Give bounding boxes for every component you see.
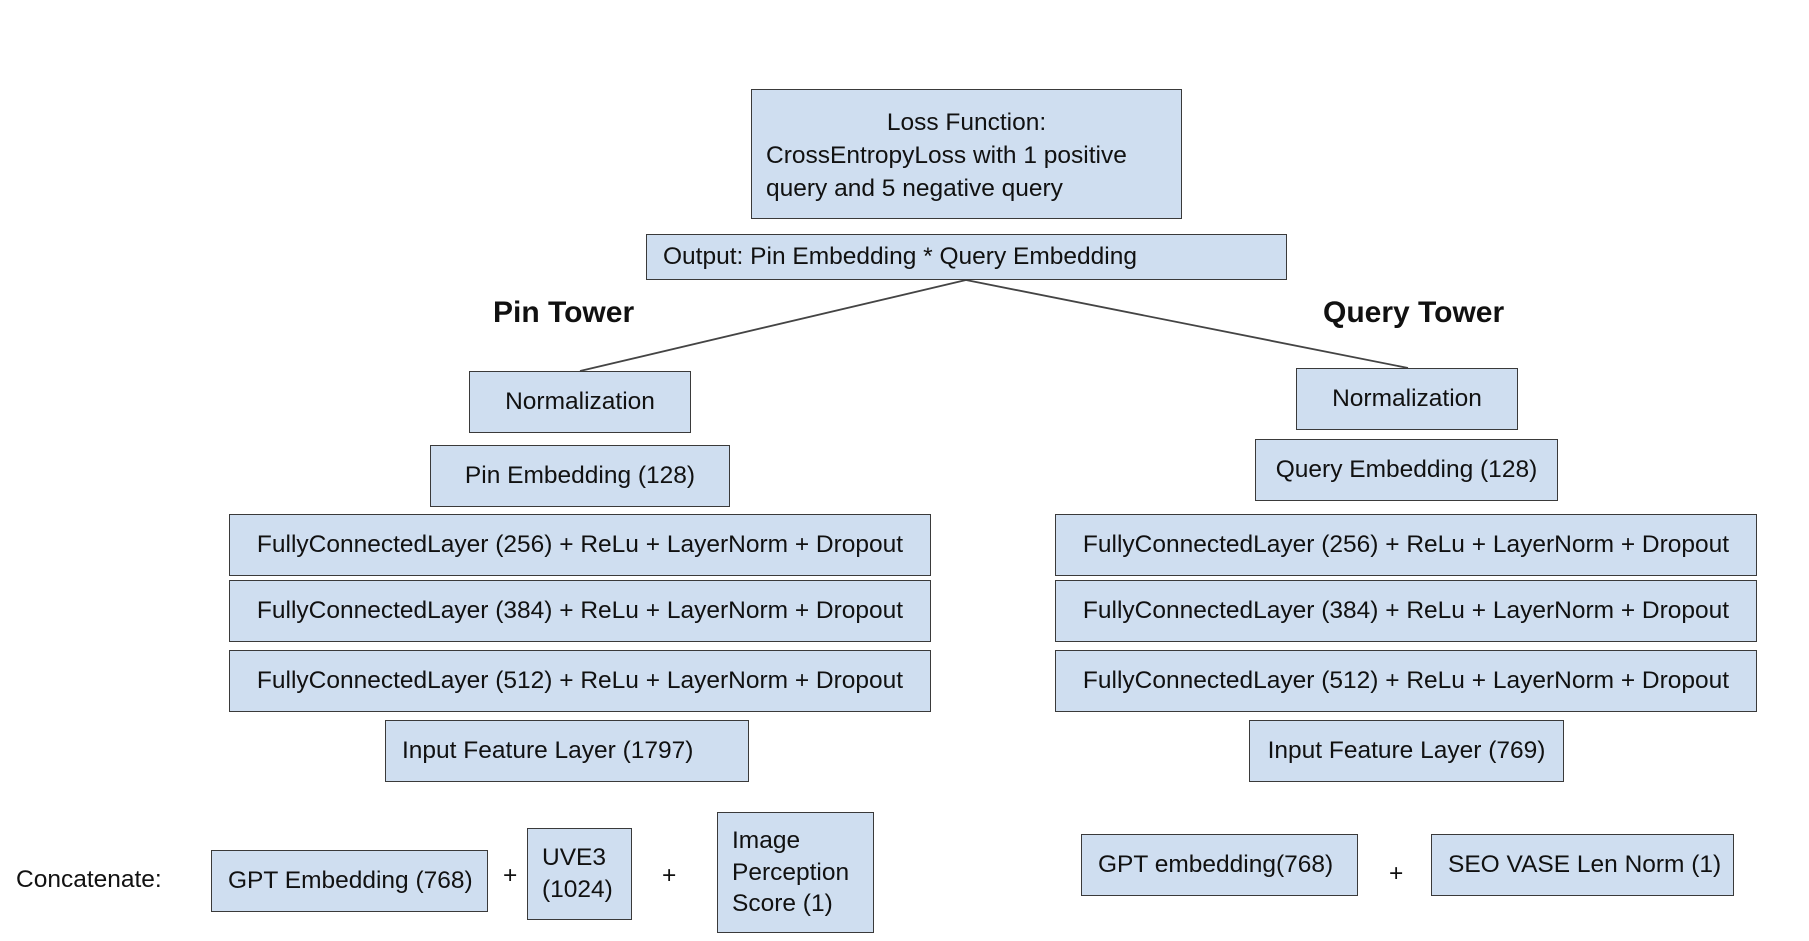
- pin-input-uve3-box: UVE3 (1024): [527, 828, 632, 920]
- pin-fc-layer-384-label: FullyConnectedLayer (384) + ReLu + Layer…: [256, 597, 904, 625]
- pin-input-feature-layer-box: Input Feature Layer (1797): [385, 720, 749, 782]
- loss-function-line-2: CrossEntropyLoss with 1 positive: [766, 142, 1127, 169]
- pin-input-gpt-embedding-box: GPT Embedding (768): [211, 850, 488, 912]
- pin-embedding-label: Pin Embedding (128): [464, 462, 696, 490]
- pin-embedding-box: Pin Embedding (128): [430, 445, 730, 507]
- pin-fc-layer-512-box: FullyConnectedLayer (512) + ReLu + Layer…: [229, 650, 931, 712]
- connector-to-query-tower: [965, 279, 1409, 369]
- pin-input-uve3-label: UVE3 (1024): [542, 844, 613, 903]
- query-normalization-box: Normalization: [1296, 368, 1518, 430]
- query-input-seo-vase-label: SEO VASE Len Norm (1): [1448, 851, 1722, 879]
- pin-fc-layer-512-label: FullyConnectedLayer (512) + ReLu + Layer…: [256, 667, 904, 695]
- query-input-gpt-embedding-label: GPT embedding(768): [1098, 851, 1334, 879]
- query-embedding-label: Query Embedding (128): [1275, 456, 1538, 484]
- pin-fc-layer-256-box: FullyConnectedLayer (256) + ReLu + Layer…: [229, 514, 931, 576]
- loss-function-line-3: query and 5 negative query: [766, 175, 1063, 202]
- loss-function-box: Loss Function: CrossEntropyLoss with 1 p…: [751, 89, 1182, 219]
- query-fc-layer-512-box: FullyConnectedLayer (512) + ReLu + Layer…: [1055, 650, 1757, 712]
- query-normalization-label: Normalization: [1332, 385, 1482, 413]
- connector-to-pin-tower: [579, 279, 967, 372]
- output-box: Output: Pin Embedding * Query Embedding: [646, 234, 1287, 280]
- pin-normalization-box: Normalization: [469, 371, 691, 433]
- query-fc-layer-384-box: FullyConnectedLayer (384) + ReLu + Layer…: [1055, 580, 1757, 642]
- query-tower-title: Query Tower: [1323, 296, 1505, 329]
- query-input-seo-vase-box: SEO VASE Len Norm (1): [1431, 834, 1734, 896]
- pin-fc-layer-256-label: FullyConnectedLayer (256) + ReLu + Layer…: [256, 531, 904, 559]
- pin-tower-title: Pin Tower: [493, 296, 635, 329]
- query-fc-layer-512-label: FullyConnectedLayer (512) + ReLu + Layer…: [1082, 667, 1730, 695]
- plus-sign: +: [662, 862, 677, 889]
- query-fc-layer-384-label: FullyConnectedLayer (384) + ReLu + Layer…: [1082, 597, 1730, 625]
- concatenate-label: Concatenate:: [16, 866, 162, 893]
- query-embedding-box: Query Embedding (128): [1255, 439, 1558, 501]
- query-input-feature-layer-label: Input Feature Layer (769): [1267, 737, 1546, 765]
- pin-fc-layer-384-box: FullyConnectedLayer (384) + ReLu + Layer…: [229, 580, 931, 642]
- query-input-gpt-embedding-box: GPT embedding(768): [1081, 834, 1358, 896]
- query-fc-layer-256-box: FullyConnectedLayer (256) + ReLu + Layer…: [1055, 514, 1757, 576]
- plus-sign: +: [1389, 860, 1404, 887]
- pin-normalization-label: Normalization: [505, 388, 655, 416]
- pin-input-image-perception-box: Image Perception Score (1): [717, 812, 874, 933]
- plus-sign: +: [503, 862, 518, 889]
- pin-input-gpt-embedding-label: GPT Embedding (768): [228, 867, 473, 895]
- loss-function-title: Loss Function:: [886, 109, 1047, 136]
- pin-input-feature-layer-label: Input Feature Layer (1797): [402, 737, 694, 765]
- pin-input-image-perception-label: Image Perception Score (1): [732, 826, 850, 918]
- output-label: Output: Pin Embedding * Query Embedding: [663, 243, 1137, 271]
- query-fc-layer-256-label: FullyConnectedLayer (256) + ReLu + Layer…: [1082, 531, 1730, 559]
- query-input-feature-layer-box: Input Feature Layer (769): [1249, 720, 1564, 782]
